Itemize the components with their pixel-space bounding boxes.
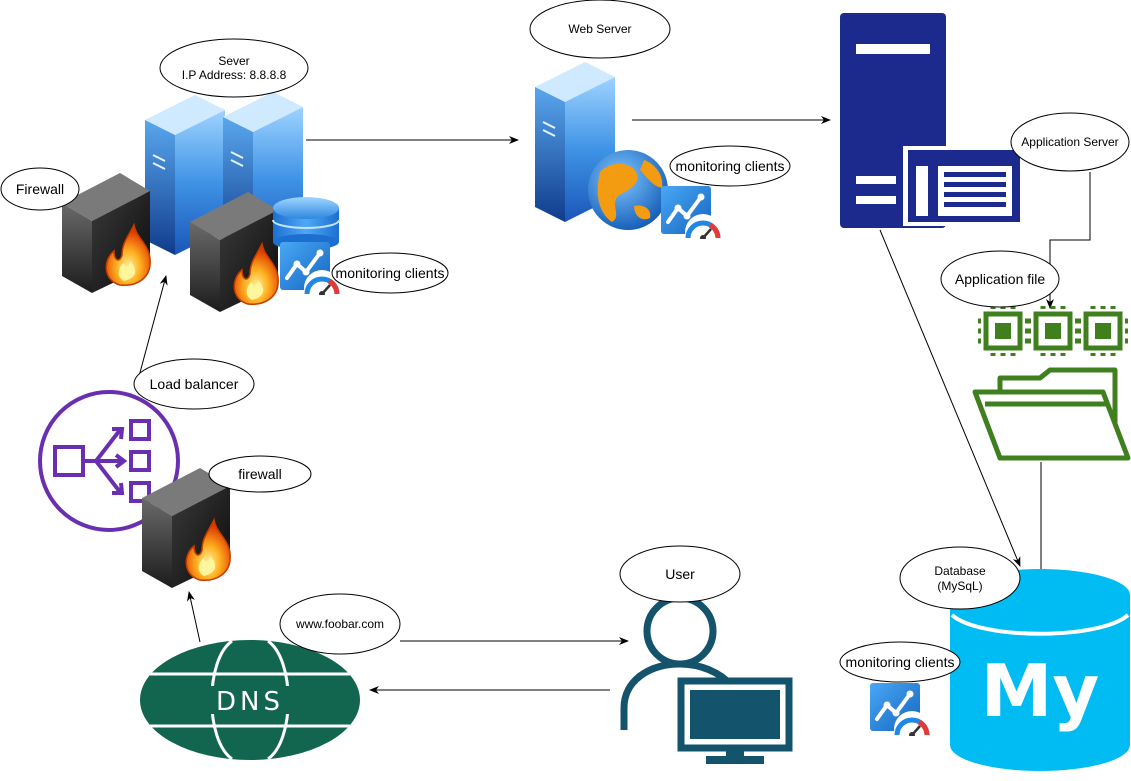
label-monitoring-web: monitoring clients — [669, 145, 791, 187]
label-web-server: Web Server — [529, 0, 671, 59]
database[interactable]: My — [870, 569, 1130, 771]
label-firewall-top: Firewall — [0, 167, 80, 211]
monitoring-gauge-icon — [661, 186, 721, 250]
load-balancer-label: Load balancer — [150, 376, 239, 392]
server-cluster[interactable] — [61, 91, 340, 313]
label-application-file: Application file — [940, 250, 1060, 308]
monitoring-web-label: monitoring clients — [676, 158, 785, 174]
monitoring-db-label: monitoring clients — [846, 654, 955, 670]
label-domain: www.foobar.com — [279, 593, 401, 655]
label-server: Sever I.P Address: 8.8.8.8 — [159, 38, 309, 98]
chip-icon — [1028, 306, 1078, 356]
mysql-icon: My — [950, 569, 1130, 771]
user-workstation-icon — [620, 594, 793, 764]
monitoring-gauge-icon — [280, 242, 340, 306]
load-balancer[interactable] — [38, 390, 180, 532]
edge-loadbalancer-to-firewall — [137, 275, 168, 381]
application-file-label: Application file — [955, 271, 1045, 287]
edge-dns-to-firewall — [187, 591, 201, 643]
mysql-text: My — [981, 649, 1100, 733]
monitoring-server-label: monitoring clients — [336, 265, 445, 281]
application-server[interactable] — [840, 13, 1025, 228]
globe-icon — [588, 150, 668, 230]
chip-icon — [978, 306, 1028, 356]
chip-icon — [1078, 306, 1128, 356]
database-label-line2: (MySqL) — [937, 579, 982, 593]
label-monitoring-db: monitoring clients — [839, 641, 961, 683]
server-label-line2: I.P Address: 8.8.8.8 — [182, 68, 287, 82]
firewall-bottom[interactable] — [141, 467, 231, 589]
web-server-label: Web Server — [568, 22, 631, 36]
folder-chips-icon — [972, 367, 1131, 461]
dns-text: DNS — [216, 687, 284, 717]
firewall-icon — [141, 467, 231, 589]
server-label-line1: Sever — [218, 54, 249, 68]
application-file[interactable] — [972, 306, 1131, 461]
label-user: User — [619, 545, 741, 603]
firewall-top-label: Firewall — [16, 181, 64, 197]
domain-label: www.foobar.com — [295, 617, 384, 631]
user-label: User — [665, 566, 695, 582]
dns-globe-icon: DNS — [140, 639, 360, 761]
connectors — [137, 116, 1091, 694]
label-load-balancer: Load balancer — [133, 358, 255, 410]
load-balancer-icon — [38, 390, 180, 532]
firewall-bottom-label: firewall — [238, 466, 282, 482]
dns[interactable]: DNS — [140, 639, 360, 761]
label-database: Database (MySqL) — [899, 546, 1021, 610]
edge-appserver-to-database — [879, 229, 1021, 567]
application-server-label: Application Server — [1021, 135, 1118, 149]
label-firewall-bottom: firewall — [208, 455, 312, 493]
label-application-server: Application Server — [1010, 112, 1130, 172]
web-server[interactable] — [534, 61, 721, 250]
user[interactable] — [620, 594, 793, 764]
application-server-icon — [840, 13, 1025, 228]
database-label-line1: Database — [934, 564, 986, 578]
label-monitoring-server: monitoring clients — [331, 252, 449, 294]
monitoring-gauge-icon — [870, 683, 930, 747]
